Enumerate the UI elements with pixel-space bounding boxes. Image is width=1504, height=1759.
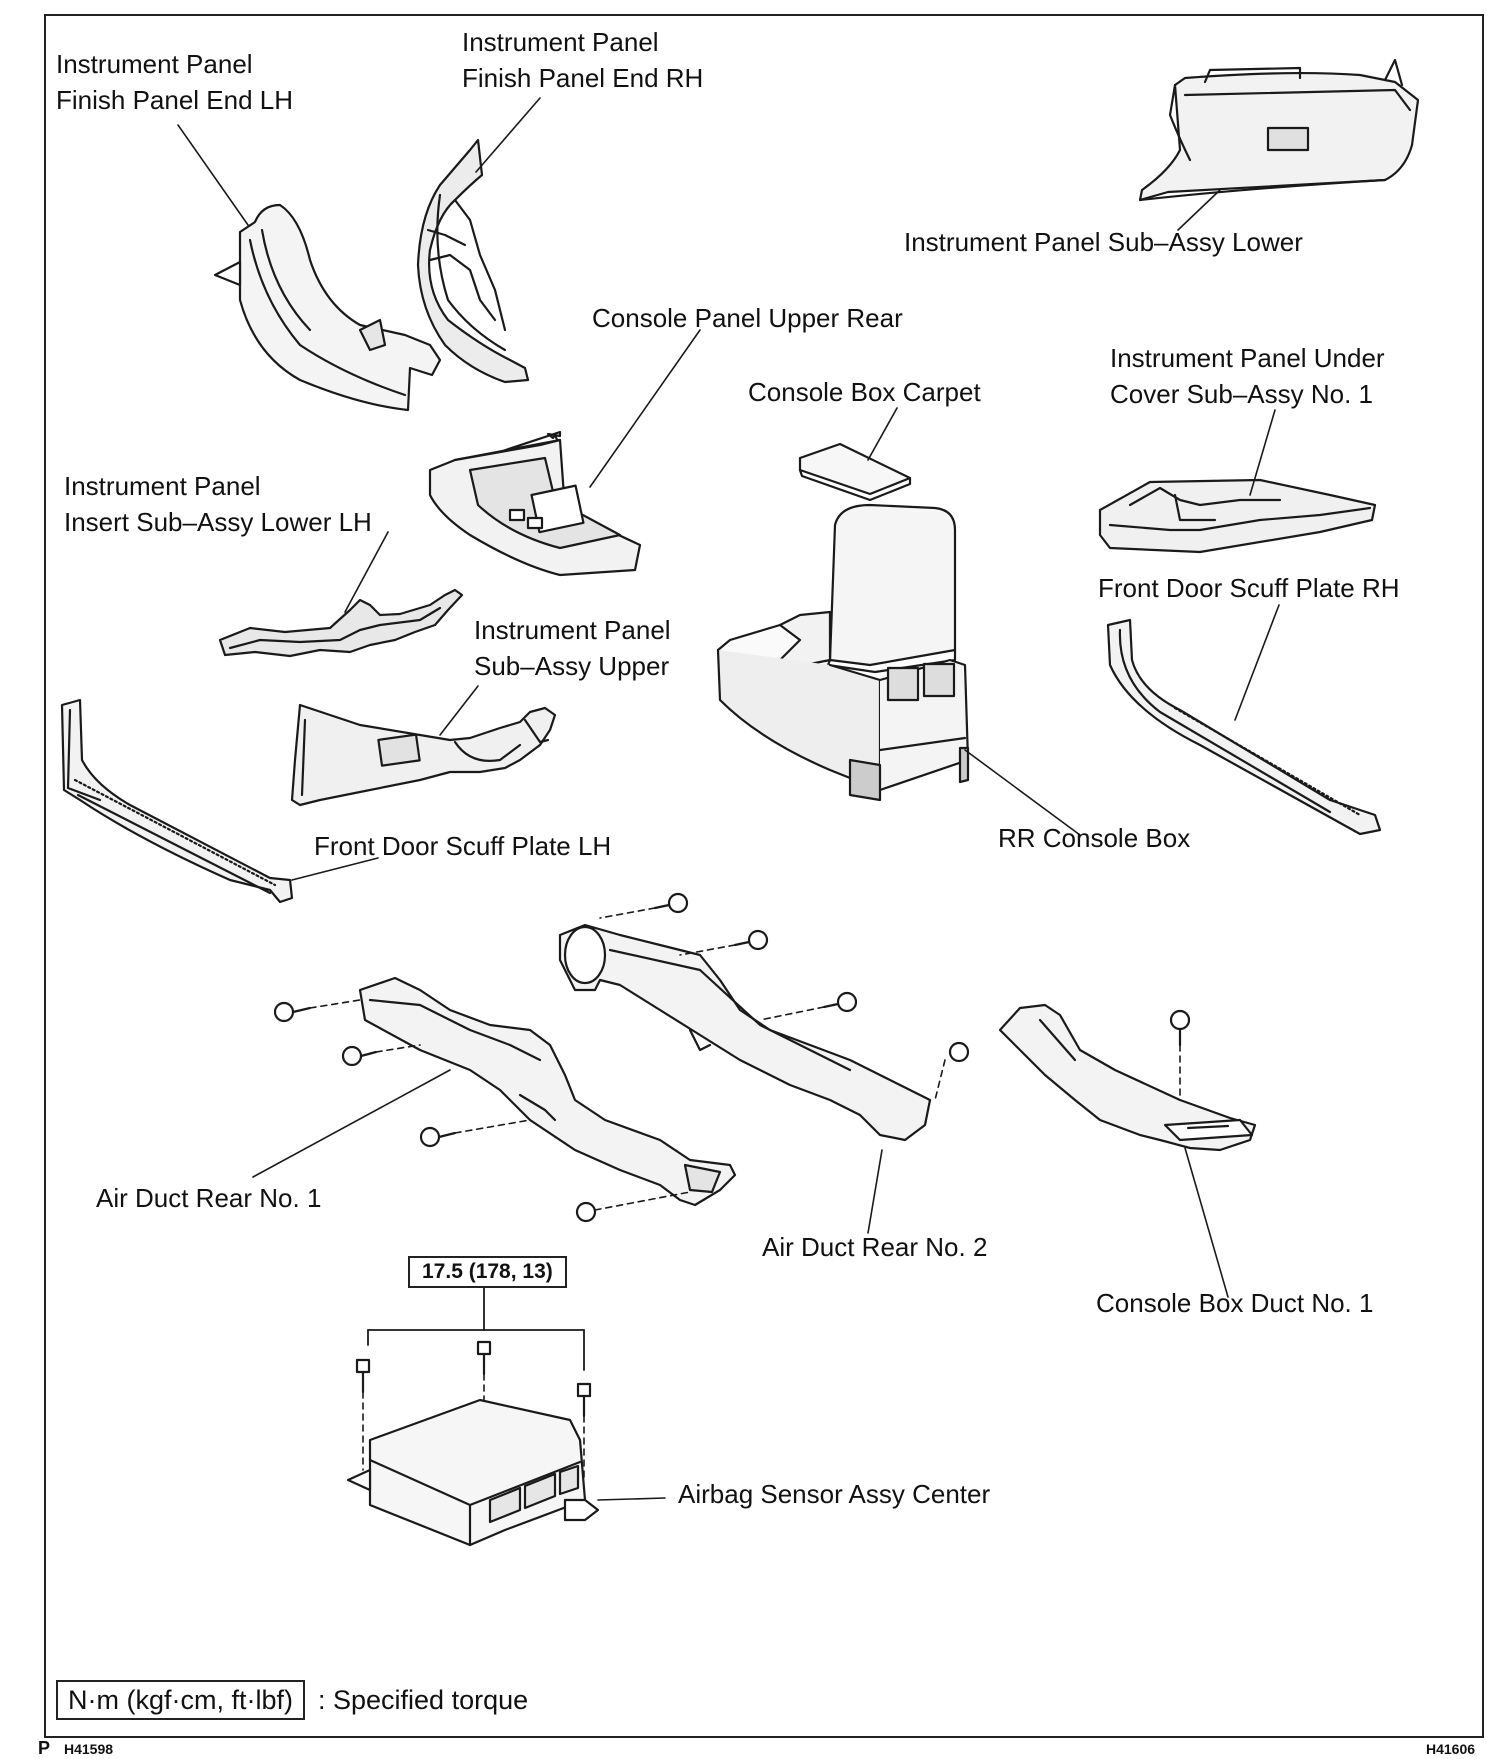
label-finish-panel-end-rh-line1: Instrument Panel [462,27,659,57]
label-insert-lower-lh-line2: Insert Sub–Assy Lower LH [64,507,372,537]
label-instrument-panel-lower: Instrument Panel Sub–Assy Lower [904,227,1303,257]
label-console-panel-upper-rear: Console Panel Upper Rear [592,303,903,333]
bolt-icon [822,991,858,1013]
torque-legend-text: : Specified torque [318,1685,529,1715]
torque-bracket [367,1284,585,1371]
figure-code-left: H41598 [64,1741,114,1757]
bolt-icon [273,1001,312,1023]
torque-unit-legend-box: N·m (kgf·cm, ft·lbf) [56,1680,305,1720]
label-console-box-carpet: Console Box Carpet [748,377,981,407]
finish-panel-end-rh-part [416,138,530,384]
bolt-icon [419,1126,457,1148]
label-finish-panel-end-lh-line1: Instrument Panel [56,49,253,79]
scuff-plate-lh-part [60,698,294,904]
label-console-box-duct: Console Box Duct No. 1 [1096,1288,1374,1318]
insert-lower-lh-part [218,588,464,658]
instrument-panel-lower-part [1138,58,1420,202]
p-mark: P [38,1738,51,1758]
air-duct-rear-1-part [358,976,737,1207]
fasteners [273,892,1191,1223]
bolt-icon [653,892,689,914]
rr-console-box-part [716,503,970,802]
nut-icon [948,1041,970,1063]
label-under-cover-line1: Instrument Panel Under [1110,343,1385,373]
label-insert-lower-lh-line1: Instrument Panel [64,471,261,501]
bolt-icon [341,1045,378,1067]
torque-spec-box: 17.5 (178, 13) [408,1256,567,1288]
leader-lines [177,97,1280,1501]
label-scuff-plate-rh: Front Door Scuff Plate RH [1098,573,1400,603]
console-box-duct-part [998,1003,1257,1152]
bolt-icon [733,929,769,951]
air-duct-rear-2-part [558,923,932,1142]
airbag-sensor-part [346,1340,600,1547]
figure-code-right: H41606 [1426,1741,1476,1757]
instrument-panel-upper-part [290,703,557,807]
label-scuff-plate-lh: Front Door Scuff Plate LH [314,831,612,861]
under-cover-part [1098,478,1377,554]
label-instrument-panel-upper-line1: Instrument Panel [474,615,671,645]
label-finish-panel-end-lh-line2: Finish Panel End LH [56,85,294,115]
label-finish-panel-end-rh-line2: Finish Panel End RH [462,63,704,93]
label-instrument-panel-upper-line2: Sub–Assy Upper [474,651,670,681]
scuff-plate-rh-part [1106,618,1382,836]
label-under-cover-line2: Cover Sub–Assy No. 1 [1110,379,1374,409]
label-air-duct-rear-2: Air Duct Rear No. 2 [762,1232,988,1262]
console-box-carpet-part [798,442,912,502]
console-panel-upper-rear-part [428,430,642,577]
label-airbag-sensor: Airbag Sensor Assy Center [678,1479,991,1509]
clip-icon [1169,1009,1191,1047]
nut-icon [575,1201,597,1223]
label-air-duct-rear-1: Air Duct Rear No. 1 [96,1183,322,1213]
label-rr-console-box: RR Console Box [998,823,1191,853]
finish-panel-end-lh-part [213,203,442,412]
diagram-frame [44,14,1484,1738]
fastener-guide-lines [309,907,1181,1211]
